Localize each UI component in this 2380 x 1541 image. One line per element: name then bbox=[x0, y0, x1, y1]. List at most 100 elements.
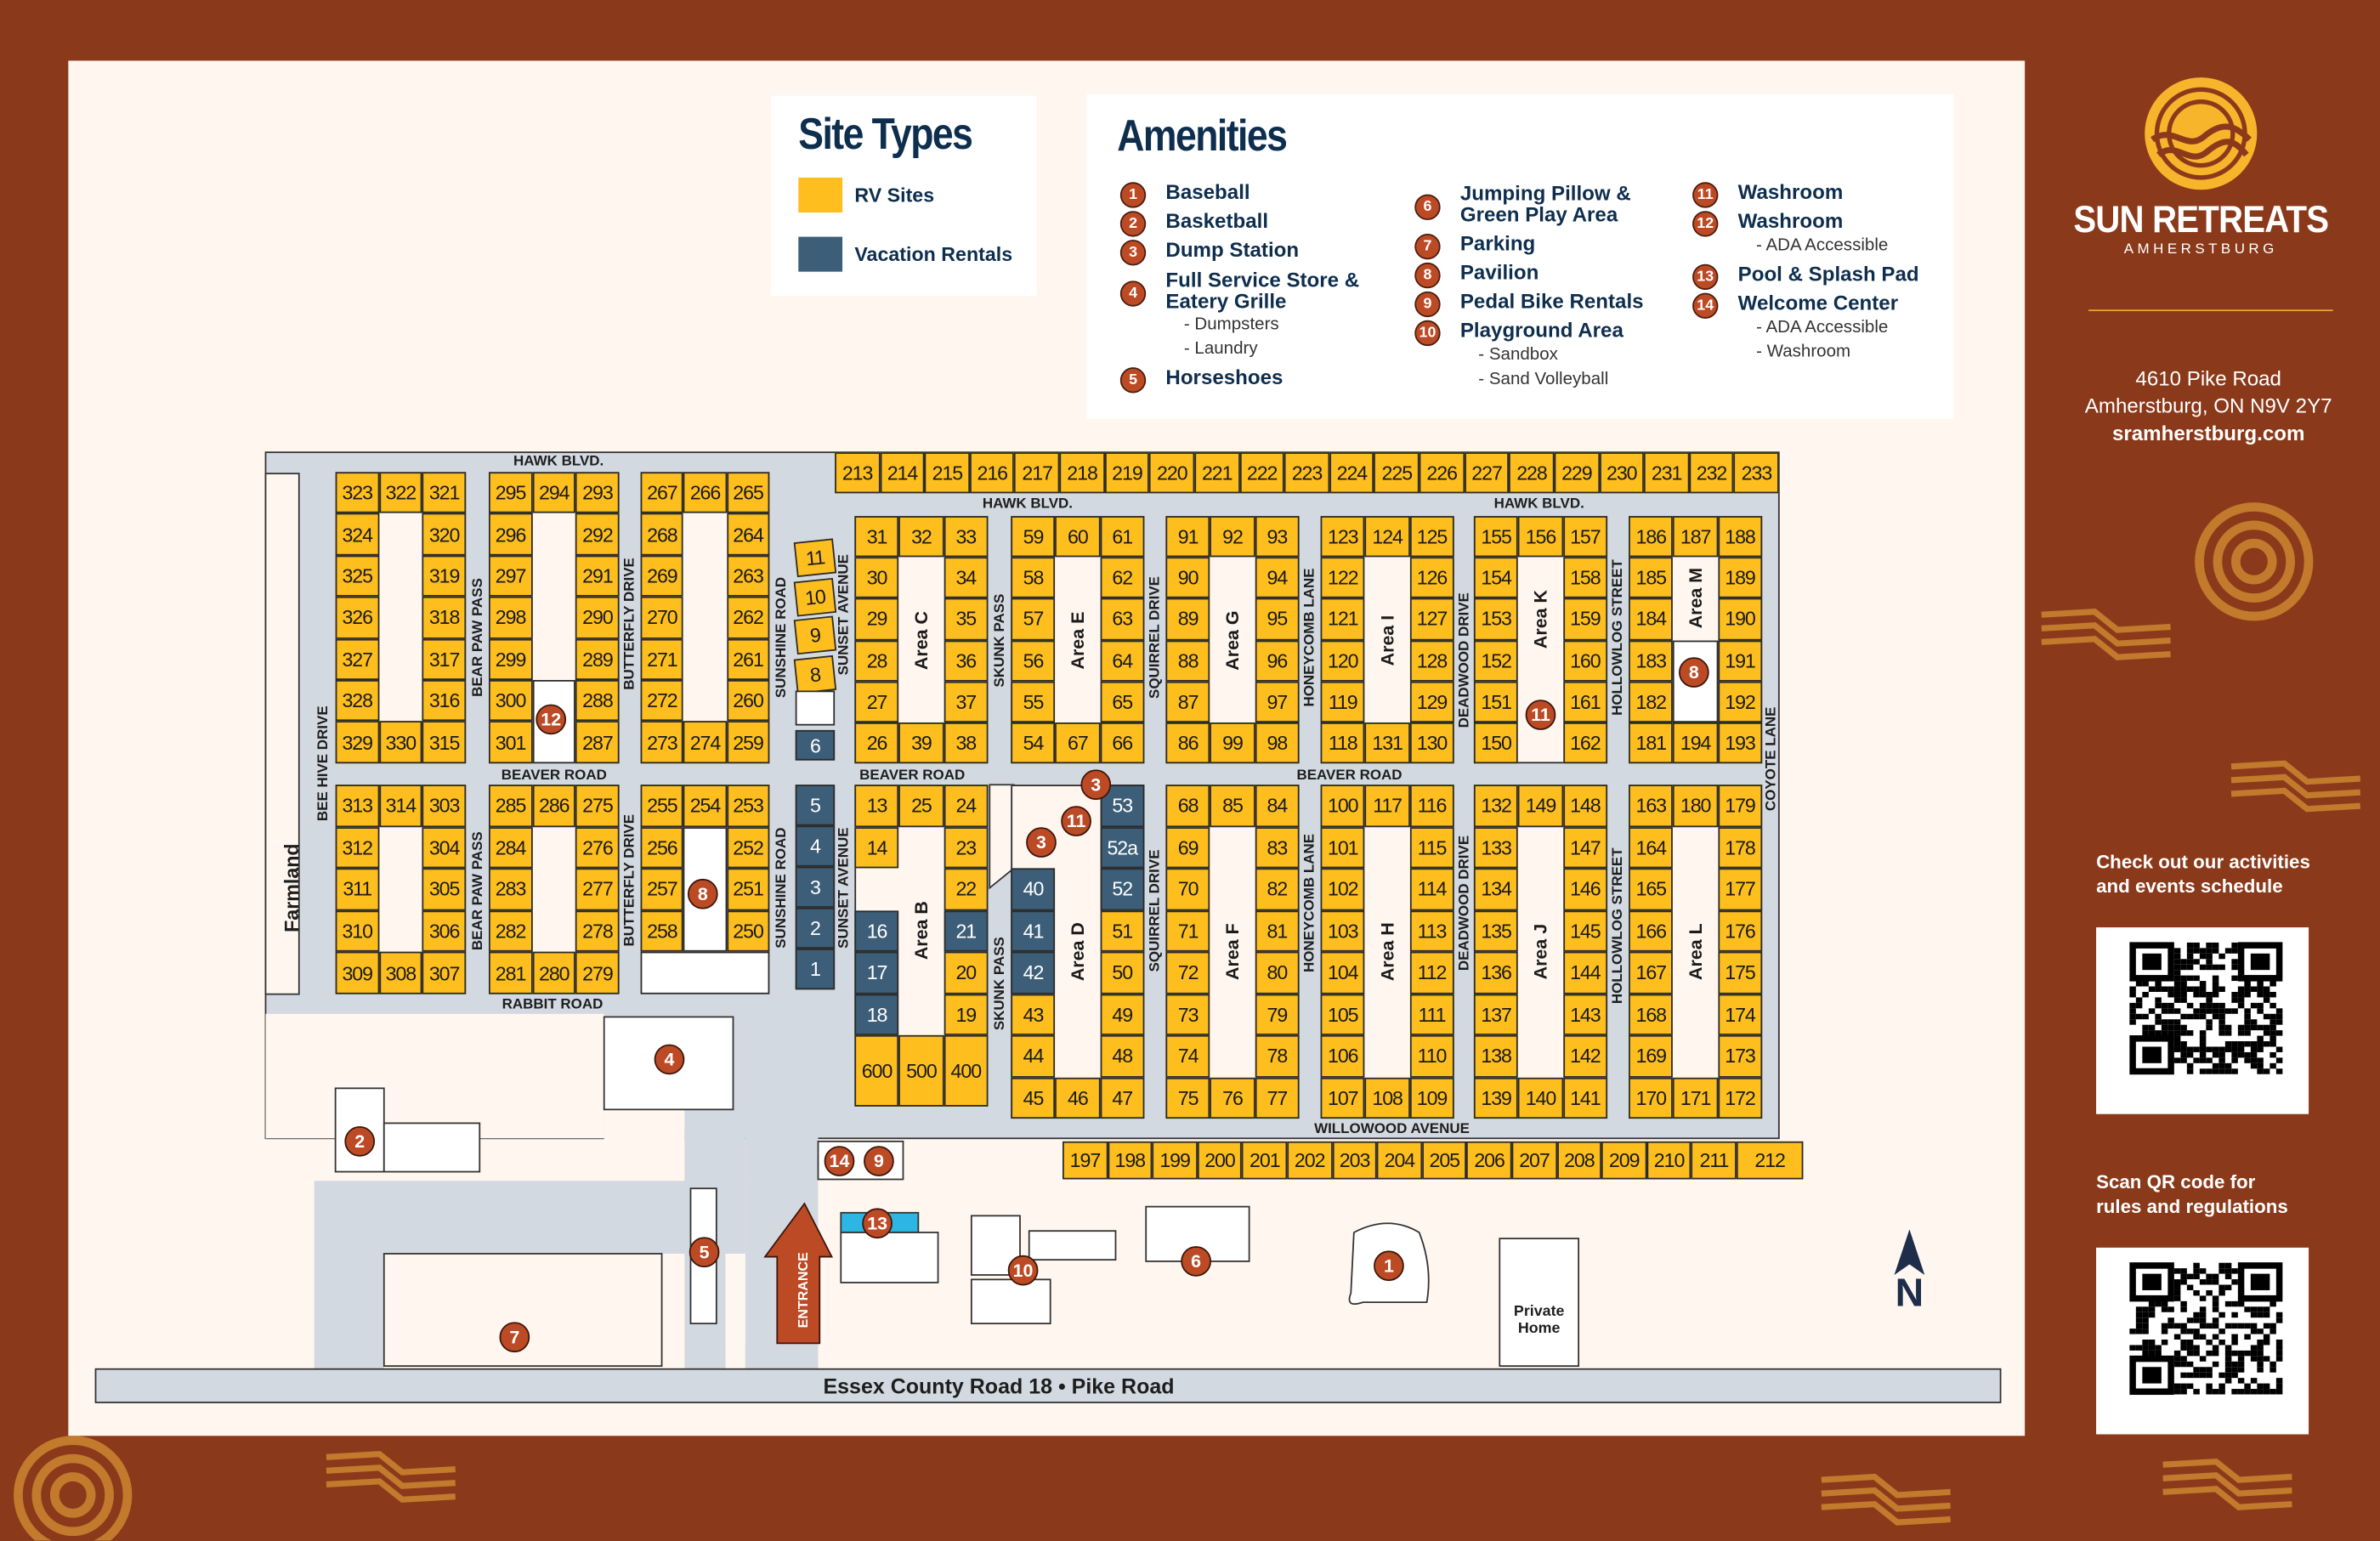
site-57[interactable]: 57 bbox=[1011, 598, 1056, 640]
site-260[interactable]: 260 bbox=[726, 679, 770, 722]
site-232[interactable]: 232 bbox=[1689, 452, 1734, 494]
site-141[interactable]: 141 bbox=[1562, 1076, 1608, 1119]
site-118[interactable]: 118 bbox=[1320, 722, 1365, 764]
site-77[interactable]: 77 bbox=[1255, 1076, 1300, 1119]
site-161[interactable]: 161 bbox=[1562, 681, 1608, 722]
site-308[interactable]: 308 bbox=[378, 952, 422, 994]
amenity-marker-11[interactable]: 11 bbox=[1525, 700, 1556, 730]
site-104[interactable]: 104 bbox=[1320, 951, 1365, 994]
site-207[interactable]: 207 bbox=[1511, 1141, 1557, 1180]
site-123[interactable]: 123 bbox=[1320, 516, 1365, 558]
site-226[interactable]: 226 bbox=[1419, 452, 1465, 494]
site-167[interactable]: 167 bbox=[1629, 951, 1674, 994]
site-287[interactable]: 287 bbox=[575, 721, 620, 763]
site-124[interactable]: 124 bbox=[1364, 516, 1410, 558]
site-222[interactable]: 222 bbox=[1239, 452, 1285, 494]
site-200[interactable]: 200 bbox=[1197, 1141, 1243, 1180]
site-193[interactable]: 193 bbox=[1717, 722, 1763, 764]
amenity-marker-8[interactable]: 8 bbox=[1678, 657, 1709, 688]
site-311[interactable]: 311 bbox=[335, 868, 379, 911]
site-323[interactable]: 323 bbox=[335, 472, 379, 514]
site-144[interactable]: 144 bbox=[1562, 951, 1608, 994]
site-175[interactable]: 175 bbox=[1717, 951, 1763, 994]
site-99[interactable]: 99 bbox=[1210, 722, 1255, 764]
site-134[interactable]: 134 bbox=[1473, 868, 1519, 910]
site-129[interactable]: 129 bbox=[1409, 681, 1454, 722]
site-322[interactable]: 322 bbox=[378, 472, 422, 514]
site-122[interactable]: 122 bbox=[1320, 557, 1365, 599]
site-25[interactable]: 25 bbox=[898, 785, 944, 827]
site-327[interactable]: 327 bbox=[335, 638, 379, 680]
site-87[interactable]: 87 bbox=[1165, 681, 1210, 722]
site-140[interactable]: 140 bbox=[1518, 1076, 1563, 1119]
site-300[interactable]: 300 bbox=[488, 679, 533, 722]
site-40[interactable]: 40 bbox=[1011, 868, 1056, 910]
site-293[interactable]: 293 bbox=[575, 472, 620, 514]
site-276[interactable]: 276 bbox=[575, 826, 620, 869]
site-14[interactable]: 14 bbox=[854, 826, 899, 869]
site-33[interactable]: 33 bbox=[944, 516, 989, 558]
site-160[interactable]: 160 bbox=[1562, 639, 1608, 682]
amenity-marker-9[interactable]: 9 bbox=[864, 1146, 894, 1176]
site-177[interactable]: 177 bbox=[1717, 868, 1763, 910]
site-313[interactable]: 313 bbox=[335, 785, 379, 827]
site-256[interactable]: 256 bbox=[640, 826, 684, 869]
site-68[interactable]: 68 bbox=[1165, 785, 1210, 827]
site-224[interactable]: 224 bbox=[1329, 452, 1374, 494]
site-285[interactable]: 285 bbox=[488, 785, 533, 827]
site-284[interactable]: 284 bbox=[488, 826, 533, 869]
site-54[interactable]: 54 bbox=[1011, 722, 1056, 764]
site-31[interactable]: 31 bbox=[854, 516, 899, 558]
site-5[interactable]: 5 bbox=[795, 785, 836, 826]
site-172[interactable]: 172 bbox=[1717, 1076, 1763, 1119]
site-275[interactable]: 275 bbox=[575, 785, 620, 827]
site-328[interactable]: 328 bbox=[335, 679, 379, 722]
amenity-marker-13[interactable]: 13 bbox=[862, 1208, 892, 1239]
site-37[interactable]: 37 bbox=[944, 681, 989, 722]
site-116[interactable]: 116 bbox=[1409, 785, 1454, 827]
site-329[interactable]: 329 bbox=[335, 721, 379, 763]
site-27[interactable]: 27 bbox=[854, 681, 899, 722]
site-28[interactable]: 28 bbox=[854, 639, 899, 682]
site-126[interactable]: 126 bbox=[1409, 557, 1454, 599]
site-120[interactable]: 120 bbox=[1320, 639, 1365, 682]
site-169[interactable]: 169 bbox=[1629, 1034, 1674, 1077]
site-61[interactable]: 61 bbox=[1100, 516, 1145, 558]
site-46[interactable]: 46 bbox=[1055, 1076, 1101, 1119]
site-93[interactable]: 93 bbox=[1255, 516, 1300, 558]
site-321[interactable]: 321 bbox=[422, 472, 467, 514]
site-16[interactable]: 16 bbox=[854, 909, 899, 952]
site-259[interactable]: 259 bbox=[726, 721, 770, 763]
site-17[interactable]: 17 bbox=[854, 951, 899, 994]
site-202[interactable]: 202 bbox=[1287, 1141, 1333, 1180]
site-82[interactable]: 82 bbox=[1255, 868, 1300, 910]
site-97[interactable]: 97 bbox=[1255, 681, 1300, 722]
site-257[interactable]: 257 bbox=[640, 868, 684, 911]
site-23[interactable]: 23 bbox=[944, 826, 989, 869]
site-303[interactable]: 303 bbox=[422, 785, 467, 827]
site-168[interactable]: 168 bbox=[1629, 993, 1674, 1035]
site-219[interactable]: 219 bbox=[1104, 452, 1150, 494]
site-102[interactable]: 102 bbox=[1320, 868, 1365, 910]
site-254[interactable]: 254 bbox=[683, 785, 727, 827]
site-324[interactable]: 324 bbox=[335, 513, 379, 556]
rules-qr-code[interactable] bbox=[2096, 1247, 2309, 1435]
site-156[interactable]: 156 bbox=[1518, 516, 1563, 558]
site-231[interactable]: 231 bbox=[1644, 452, 1690, 494]
site-181[interactable]: 181 bbox=[1629, 722, 1674, 764]
site-143[interactable]: 143 bbox=[1562, 993, 1608, 1035]
site-165[interactable]: 165 bbox=[1629, 868, 1674, 910]
site-130[interactable]: 130 bbox=[1409, 722, 1454, 764]
site-211[interactable]: 211 bbox=[1691, 1141, 1737, 1180]
site-180[interactable]: 180 bbox=[1673, 785, 1718, 827]
site-21[interactable]: 21 bbox=[944, 909, 989, 952]
amenity-marker-14[interactable]: 14 bbox=[824, 1146, 855, 1176]
site-157[interactable]: 157 bbox=[1562, 516, 1608, 558]
site-9[interactable]: 9 bbox=[793, 615, 837, 655]
site-39[interactable]: 39 bbox=[898, 722, 944, 764]
site-13[interactable]: 13 bbox=[854, 785, 899, 827]
site-162[interactable]: 162 bbox=[1562, 722, 1608, 764]
site-81[interactable]: 81 bbox=[1255, 909, 1300, 952]
site-263[interactable]: 263 bbox=[726, 555, 770, 598]
site-30[interactable]: 30 bbox=[854, 557, 899, 599]
